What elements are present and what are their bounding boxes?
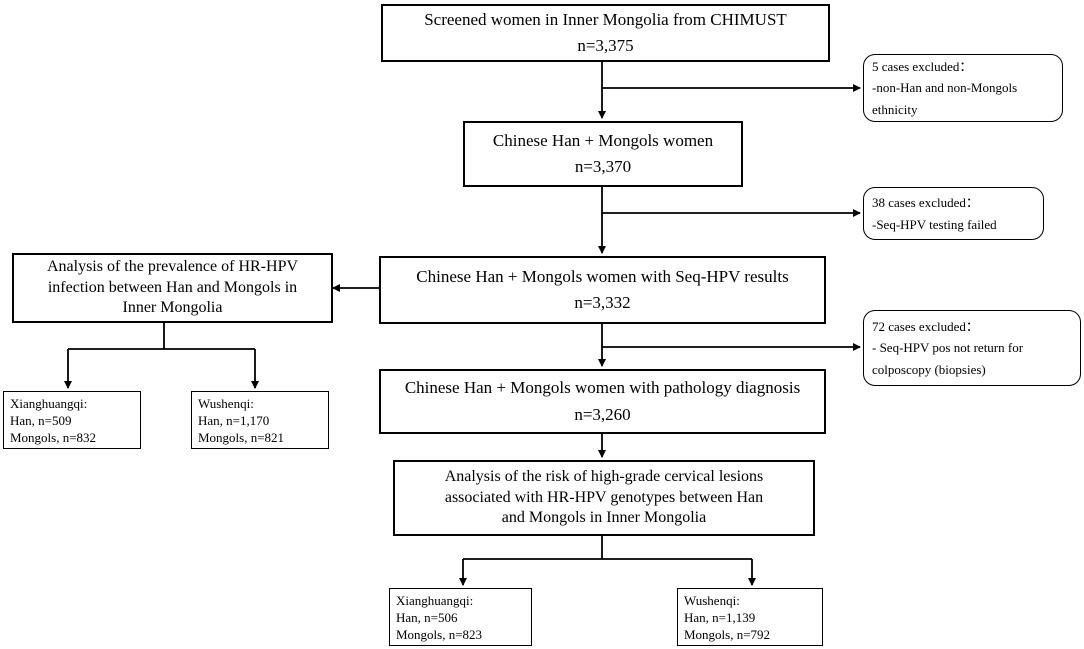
risk-xianghuangqi-box: Xianghuangqi: Han, n=506 Mongols, n=823 bbox=[389, 588, 532, 646]
risk-wushenqi-name: Wushenqi: bbox=[684, 593, 740, 608]
risk-analysis-line-3: and Mongols in Inner Mongolia bbox=[501, 509, 707, 527]
screened-women-title: Screened women in Inner Mongolia from CH… bbox=[424, 9, 787, 29]
exclusion-3-line-1: 72 cases excluded： bbox=[872, 318, 979, 334]
prev-xianghuangqi-han: Han, n=509 bbox=[10, 412, 72, 428]
han-mongols-title: Chinese Han + Mongols women bbox=[492, 130, 714, 150]
exclusion-2-line-2: -Seq-HPV testing failed bbox=[872, 216, 997, 232]
prev-wushenqi-mongols: Mongols, n=821 bbox=[198, 429, 285, 445]
exclusion-box-3: 72 cases excluded： - Seq-HPV pos not ret… bbox=[863, 310, 1081, 386]
risk-analysis-box: Analysis of the risk of high-grade cervi… bbox=[393, 460, 815, 536]
han-mongols-count: n=3,370 bbox=[574, 157, 632, 176]
prevalence-analysis-box: Analysis of the prevalence of HR-HPV inf… bbox=[12, 253, 333, 323]
prev-wushenqi-name: Wushenqi: bbox=[198, 396, 254, 411]
prev-xianghuangqi-mongols: Mongols, n=832 bbox=[10, 429, 97, 445]
exclusion-box-2: 38 cases excluded： -Seq-HPV testing fail… bbox=[863, 187, 1044, 240]
exclusion-1-line-3: ethnicity bbox=[872, 101, 918, 117]
exclusion-2-line-1: 38 cases excluded： bbox=[872, 195, 979, 211]
prev-wushenqi-box: Wushenqi: Han, n=1,170 Mongols, n=821 bbox=[191, 391, 329, 449]
seq-hpv-title: Chinese Han + Mongols women with Seq-HPV… bbox=[416, 266, 789, 286]
han-mongols-box: Chinese Han + Mongols women n=3,370 bbox=[463, 121, 743, 187]
prevalence-analysis-line-1: Analysis of the prevalence of HR-HPV bbox=[46, 258, 299, 276]
screened-women-count: n=3,375 bbox=[577, 36, 634, 55]
screened-women-box: Screened women in Inner Mongolia from CH… bbox=[381, 4, 830, 62]
pathology-title: Chinese Han + Mongols women with patholo… bbox=[404, 378, 801, 398]
prev-xianghuangqi-box: Xianghuangqi: Han, n=509 Mongols, n=832 bbox=[3, 391, 141, 449]
risk-wushenqi-han: Han, n=1,139 bbox=[684, 609, 756, 625]
prevalence-analysis-line-2: infection between Han and Mongols in bbox=[47, 278, 298, 296]
pathology-count: n=3,260 bbox=[574, 404, 631, 424]
prevalence-analysis-line-3: Inner Mongolia bbox=[122, 299, 223, 317]
pathology-diagnosis-box: Chinese Han + Mongols women with patholo… bbox=[379, 369, 826, 434]
prev-wushenqi-han: Han, n=1,170 bbox=[198, 412, 270, 428]
exclusion-box-1: 5 cases excluded： -non-Han and non-Mongo… bbox=[863, 54, 1063, 122]
seq-hpv-count: n=3,332 bbox=[574, 293, 631, 312]
risk-wushenqi-box: Wushenqi: Han, n=1,139 Mongols, n=792 bbox=[677, 588, 823, 646]
risk-xianghuangqi-name: Xianghuangqi: bbox=[396, 593, 474, 608]
risk-xianghuangqi-mongols: Mongols, n=823 bbox=[396, 626, 483, 642]
exclusion-3-line-3: colposcopy (biopsies) bbox=[872, 361, 986, 377]
risk-wushenqi-mongols: Mongols, n=792 bbox=[684, 626, 771, 642]
exclusion-1-line-2: -non-Han and non-Mongols bbox=[872, 80, 1018, 96]
risk-analysis-line-2: associated with HR-HPV genotypes between… bbox=[444, 488, 764, 506]
prev-xianghuangqi-name: Xianghuangqi: bbox=[10, 396, 88, 411]
exclusion-3-line-2: - Seq-HPV pos not return for bbox=[872, 340, 1024, 356]
risk-xianghuangqi-han: Han, n=506 bbox=[396, 609, 458, 625]
exclusion-1-line-1: 5 cases excluded： bbox=[872, 58, 973, 74]
risk-analysis-line-1: Analysis of the risk of high-grade cervi… bbox=[444, 468, 764, 486]
seq-hpv-results-box: Chinese Han + Mongols women with Seq-HPV… bbox=[379, 256, 826, 324]
